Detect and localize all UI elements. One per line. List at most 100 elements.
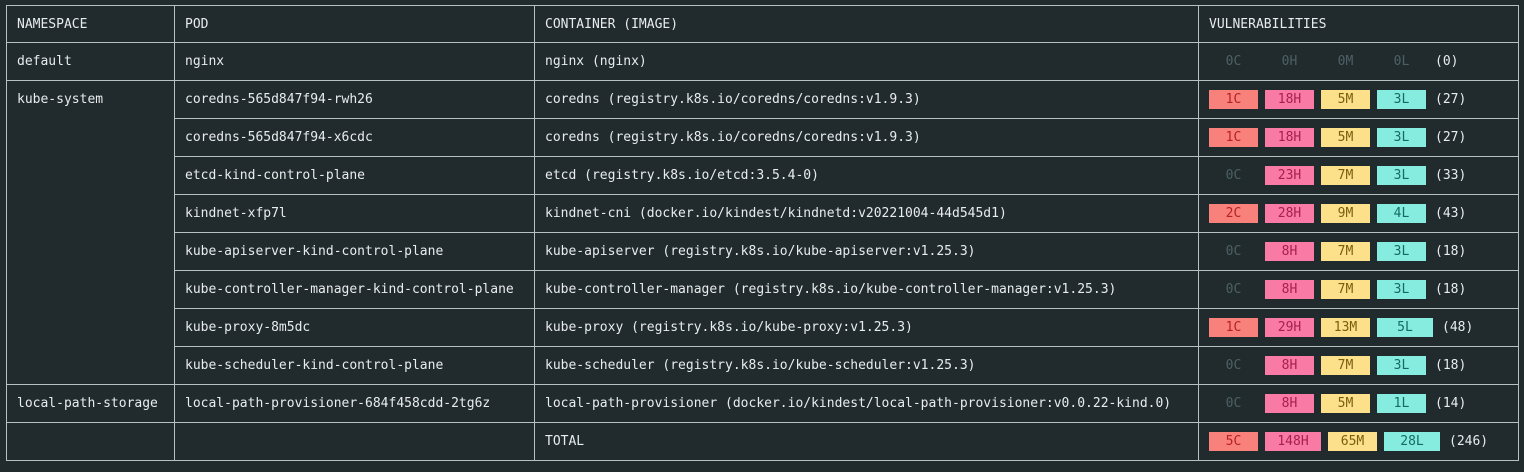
header-namespace: NAMESPACE — [6, 5, 175, 43]
total-count: (14) — [1435, 396, 1467, 411]
vulnerabilities-cell: 1C 29H 13M 5L (48) — [1198, 308, 1519, 347]
pod-cell: coredns-565d847f94-x6cdc — [174, 118, 535, 157]
total-count: (0) — [1435, 54, 1459, 69]
critical-count: 0C — [1225, 396, 1242, 411]
container-cell: coredns (registry.k8s.io/coredns/coredns… — [534, 80, 1199, 119]
header-container: CONTAINER (IMAGE) — [534, 5, 1199, 43]
pod-cell: kube-apiserver-kind-control-plane — [174, 232, 535, 271]
table-row: default nginx nginx (nginx) 0C 0H 0M 0L … — [6, 42, 1519, 81]
table-row: kube-controller-manager-kind-control-pla… — [7, 270, 1519, 309]
vulnerabilities-cell: 0C 0H 0M 0L (0) — [1198, 42, 1519, 81]
medium-count: 7M — [1321, 280, 1370, 299]
low-count: 3L — [1377, 128, 1426, 147]
high-count: 8H — [1265, 356, 1314, 375]
total-count: (18) — [1435, 282, 1467, 297]
vulnerabilities-cell: 0C 8H 5M 1L (14) — [1198, 384, 1519, 423]
vulnerabilities-cell: 0C 23H 7M 3L (33) — [1198, 156, 1519, 195]
table-row: local-path-storage local-path-provisione… — [6, 384, 1519, 423]
medium-count: 7M — [1321, 166, 1370, 185]
container-cell: kube-controller-manager (registry.k8s.io… — [534, 270, 1199, 309]
medium-count: 13M — [1321, 318, 1370, 337]
vulnerabilities-cell: 2C 28H 9M 4L (43) — [1198, 194, 1519, 233]
empty-cell — [174, 422, 535, 461]
high-count: 0H — [1281, 54, 1298, 69]
total-count: (27) — [1435, 130, 1467, 145]
container-cell: coredns (registry.k8s.io/coredns/coredns… — [534, 118, 1199, 157]
total-count: (33) — [1435, 168, 1467, 183]
total-row: TOTAL 5C 148H 65M 28L (246) — [6, 422, 1519, 461]
vulnerabilities-cell: 0C 8H 7M 3L (18) — [1198, 346, 1519, 385]
critical-count: 0C — [1225, 282, 1242, 297]
namespace-cell: default — [6, 42, 175, 81]
medium-count: 65M — [1328, 432, 1377, 451]
medium-count: 0M — [1337, 54, 1354, 69]
low-count: 0L — [1393, 54, 1410, 69]
vulnerability-table-container: NAMESPACE POD CONTAINER (IMAGE) VULNERAB… — [6, 5, 1519, 467]
critical-count: 0C — [1225, 244, 1242, 259]
low-count: 3L — [1377, 166, 1426, 185]
table-row: kube-apiserver-kind-control-plane kube-a… — [7, 232, 1519, 271]
container-cell: nginx (nginx) — [534, 42, 1199, 81]
pod-cell: coredns-565d847f94-rwh26 — [174, 80, 535, 119]
low-count: 4L — [1377, 204, 1426, 223]
high-count: 8H — [1265, 394, 1314, 413]
high-count: 29H — [1265, 318, 1314, 337]
pod-cell: local-path-provisioner-684f458cdd-2tg6z — [174, 384, 535, 423]
medium-count: 9M — [1321, 204, 1370, 223]
total-count: (246) — [1449, 434, 1489, 449]
critical-count: 0C — [1225, 168, 1242, 183]
low-count: 28L — [1384, 432, 1440, 451]
critical-count: 0C — [1225, 358, 1242, 373]
vulnerabilities-cell: 5C 148H 65M 28L (246) — [1198, 422, 1519, 461]
empty-cell — [6, 422, 175, 461]
pod-cell: kube-scheduler-kind-control-plane — [174, 346, 535, 385]
low-count: 3L — [1377, 242, 1426, 261]
table-row: kindnet-xfp7l kindnet-cni (docker.io/kin… — [7, 194, 1519, 233]
critical-count: 1C — [1209, 128, 1258, 147]
container-cell: etcd (registry.k8s.io/etcd:3.5.4-0) — [534, 156, 1199, 195]
critical-count: 1C — [1209, 318, 1258, 337]
low-count: 3L — [1377, 90, 1426, 109]
vulnerabilities-cell: 0C 8H 7M 3L (18) — [1198, 232, 1519, 271]
critical-count: 5C — [1209, 432, 1258, 451]
medium-count: 7M — [1321, 242, 1370, 261]
pod-cell: kube-controller-manager-kind-control-pla… — [174, 270, 535, 309]
table-row: kube-proxy-8m5dc kube-proxy (registry.k8… — [7, 308, 1519, 347]
medium-count: 5M — [1321, 128, 1370, 147]
high-count: 8H — [1265, 242, 1314, 261]
low-count: 1L — [1377, 394, 1426, 413]
header-pod: POD — [174, 5, 535, 43]
high-count: 148H — [1265, 432, 1321, 451]
header-vulnerabilities: VULNERABILITIES — [1198, 5, 1519, 43]
pod-cell: nginx — [174, 42, 535, 81]
total-count: (18) — [1435, 358, 1467, 373]
low-count: 3L — [1377, 356, 1426, 375]
container-cell: kube-apiserver (registry.k8s.io/kube-api… — [534, 232, 1199, 271]
pod-cell: kindnet-xfp7l — [174, 194, 535, 233]
total-count: (27) — [1435, 92, 1467, 107]
total-count: (18) — [1435, 244, 1467, 259]
medium-count: 5M — [1321, 90, 1370, 109]
table-row: etcd-kind-control-plane etcd (registry.k… — [7, 156, 1519, 195]
container-cell: kube-scheduler (registry.k8s.io/kube-sch… — [534, 346, 1199, 385]
low-count: 3L — [1377, 280, 1426, 299]
critical-count: 0C — [1225, 54, 1242, 69]
vulnerabilities-cell: 0C 8H 7M 3L (18) — [1198, 270, 1519, 309]
pod-cell: etcd-kind-control-plane — [174, 156, 535, 195]
table-row: kube-system coredns-565d847f94-rwh26 cor… — [6, 80, 1519, 385]
header-row: NAMESPACE POD CONTAINER (IMAGE) VULNERAB… — [6, 5, 1519, 43]
high-count: 28H — [1265, 204, 1314, 223]
medium-count: 7M — [1321, 356, 1370, 375]
table-row: coredns-565d847f94-x6cdc coredns (regist… — [7, 118, 1519, 157]
table-row: kube-scheduler-kind-control-plane kube-s… — [7, 346, 1519, 385]
namespace-cell: local-path-storage — [6, 384, 175, 423]
high-count: 18H — [1265, 90, 1314, 109]
high-count: 18H — [1265, 128, 1314, 147]
total-count: (48) — [1442, 320, 1474, 335]
pod-cell: kube-proxy-8m5dc — [174, 308, 535, 347]
high-count: 23H — [1265, 166, 1314, 185]
low-count: 5L — [1377, 318, 1433, 337]
namespace-cell: kube-system — [6, 80, 175, 385]
critical-count: 1C — [1209, 90, 1258, 109]
container-cell: kindnet-cni (docker.io/kindest/kindnetd:… — [534, 194, 1199, 233]
